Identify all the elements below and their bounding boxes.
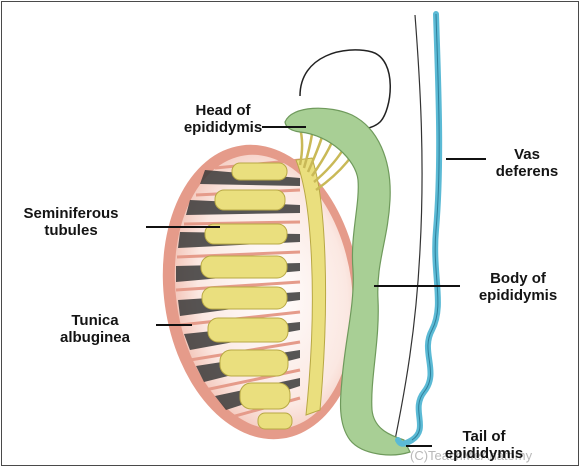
label-tail-line1: Tail of [428, 428, 540, 445]
label-head-of-epididymis: Head of epididymis [163, 102, 283, 136]
tunica-vaginalis-outline [395, 15, 422, 440]
label-body-line2: epididymis [462, 287, 574, 304]
leader-tunica [156, 324, 192, 326]
label-tail-of-epididymis: Tail of epididymis [428, 428, 540, 462]
label-head-line1: Head of [163, 102, 283, 119]
label-seminiferous-tubules: Seminiferous tubules [6, 205, 136, 239]
label-seminiferous-line1: Seminiferous [6, 205, 136, 222]
label-tail-line2: epididymis [428, 445, 540, 462]
label-tunica-line1: Tunica [40, 312, 150, 329]
leader-body [374, 285, 460, 287]
vas-deferens [398, 14, 439, 444]
label-vas-line1: Vas [480, 146, 574, 163]
leader-tail [406, 445, 432, 447]
label-tunica-albuginea: Tunica albuginea [40, 312, 150, 346]
leader-vas [446, 158, 486, 160]
label-vas-line2: deferens [480, 163, 574, 180]
label-body-line1: Body of [462, 270, 574, 287]
leader-head [262, 126, 306, 128]
leader-seminiferous [146, 226, 220, 228]
label-body-of-epididymis: Body of epididymis [462, 270, 574, 304]
label-seminiferous-line2: tubules [6, 222, 136, 239]
label-tunica-line2: albuginea [40, 329, 150, 346]
label-vas-deferens: Vas deferens [480, 146, 574, 180]
